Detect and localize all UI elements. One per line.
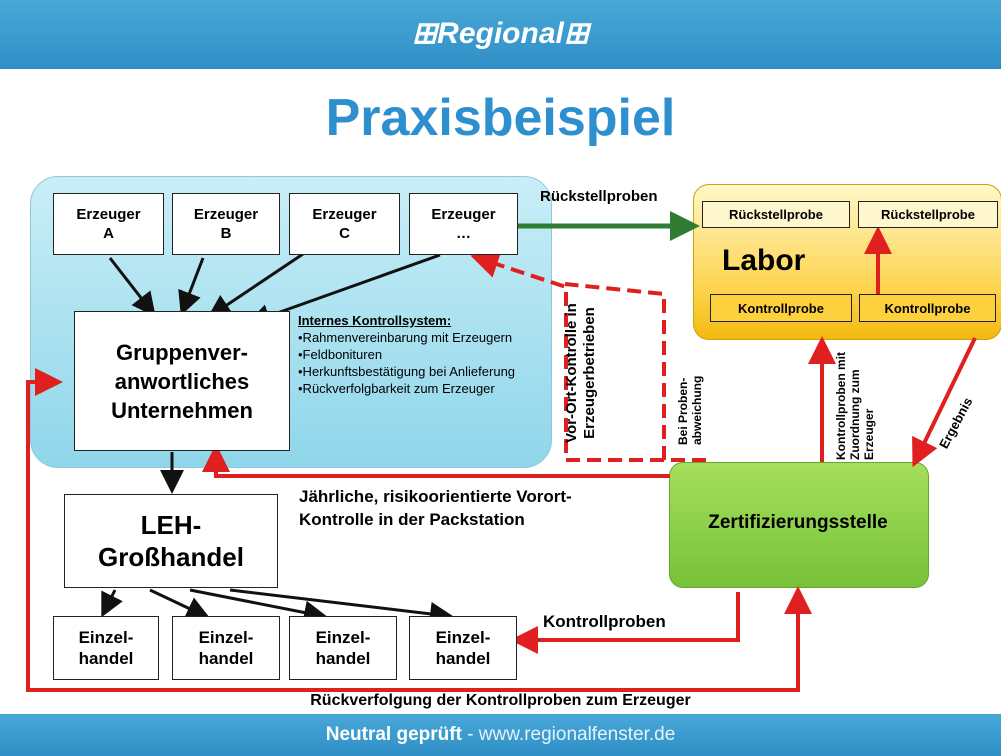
arrow-wh-r4 — [229, 588, 454, 626]
arrow-d-group — [246, 253, 441, 328]
ics-heading: Internes Kontrollsystem: — [298, 313, 452, 328]
arrow-vor-ort — [470, 250, 706, 462]
footer-bold: Neutral geprüft — [325, 724, 462, 745]
arrow-c-group — [207, 252, 304, 319]
retailer-box: Einzel-handel — [172, 616, 280, 680]
ics-item: •Rückverfolgbarkeit zum Erzeuger — [298, 381, 495, 396]
group-company-box: Gruppenver-anwortliches Unternehmen — [74, 311, 290, 451]
lab-title: Labor — [722, 244, 806, 277]
ics-text: Internes Kontrollsystem: •Rahmenvereinba… — [298, 312, 548, 397]
lab-sample-box: Rückstellprobe — [858, 201, 998, 228]
certifier-box — [669, 462, 929, 588]
arrow-vor-ort-2 — [564, 282, 666, 460]
ics-item: •Herkunftsbestätigung bei Anlieferung — [298, 364, 516, 379]
footer-bar: Neutral geprüft - www.regionalfenster.de — [0, 714, 1001, 756]
arrow-wh-r3 — [189, 588, 328, 625]
arrow-wh-r2 — [149, 588, 211, 620]
brand-name: Regional — [437, 17, 564, 50]
producer-d: Erzeuger… — [409, 193, 518, 255]
arrow-ergebnis — [912, 337, 977, 468]
wholesale-box: LEH-Großhandel — [64, 494, 278, 588]
ics-item: •Rahmenvereinbarung mit Erzeugern — [298, 330, 513, 345]
retailer-box: Einzel-handel — [289, 616, 397, 680]
certifier-label: Zertifizierungsstelle — [708, 512, 888, 533]
arrow-a-group — [108, 257, 156, 317]
label-rueckstellproben: Rückstellproben — [540, 188, 658, 205]
arrow-b-group — [178, 257, 205, 316]
arrow-rueckverfolgung — [26, 368, 800, 692]
label-kontrollproben: Kontrollproben — [543, 612, 666, 631]
header-bar: ⊞Regional⊞ — [0, 0, 1001, 69]
page-title: Praxisbeispiel — [325, 89, 676, 147]
lab-control-box: Kontrollprobe — [859, 294, 996, 322]
brand-logo: ⊞Regional⊞ — [412, 17, 589, 50]
label-jaehrliche: Jährliche, risikoorientierte Vorort-Kont… — [299, 487, 572, 529]
retailer-box: Einzel-handel — [53, 616, 159, 680]
label-bei-proben: Bei Proben-abweichung — [676, 375, 704, 445]
arrow-cert-group — [202, 444, 670, 478]
ics-item: •Feldbonituren — [298, 347, 383, 362]
label-kontrollproben-zuordnung: Kontrollproben mit Zuordnung zum Erzeuge… — [834, 352, 876, 460]
label-rueckverfolgung: Rückverfolgung der Kontrollproben zum Er… — [310, 692, 691, 709]
lab-sample-box: Rückstellprobe — [702, 201, 850, 228]
lab-control-box: Kontrollprobe — [710, 294, 852, 322]
footer-url: - www.regionalfenster.de — [461, 724, 676, 745]
retailer-box: Einzel-handel — [409, 616, 517, 680]
arrow-wh-r1 — [101, 589, 123, 618]
arrow-kontrollproben-line — [518, 592, 740, 642]
